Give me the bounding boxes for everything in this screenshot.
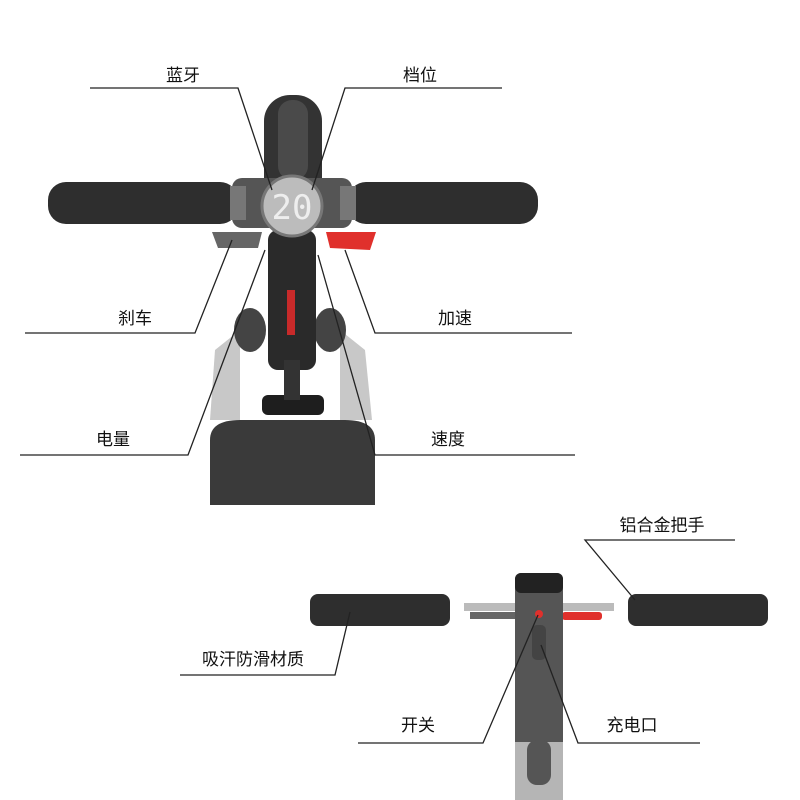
right-pod (314, 308, 346, 352)
scooter-front-view (310, 573, 768, 800)
label-brake: 刹车 (118, 309, 152, 329)
folding-clamp (262, 395, 324, 415)
label-gear: 档位 (403, 66, 437, 86)
front-stem (515, 573, 563, 748)
label-charging-port: 充电口 (606, 716, 658, 736)
front-left-grip (310, 594, 450, 626)
label-battery: 电量 (96, 430, 130, 450)
deck (210, 420, 375, 505)
display-speed-value: 20 (272, 188, 313, 228)
right-grip (348, 182, 538, 224)
left-pod (234, 308, 266, 352)
leader-lines (20, 87, 735, 744)
right-fender (340, 330, 372, 420)
label-grip-material: 吸汗防滑材质 (202, 650, 304, 670)
scooter-top-view: 20 (48, 95, 538, 505)
charging-port[interactable] (532, 625, 546, 660)
dashboard-display (260, 174, 324, 238)
label-power-switch: 开关 (401, 716, 435, 736)
throttle-lever[interactable] (326, 232, 376, 250)
left-grip (48, 182, 238, 224)
label-bluetooth: 蓝牙 (166, 66, 200, 86)
front-throttle (562, 612, 602, 620)
label-aluminum-handlebar: 铝合金把手 (619, 516, 705, 536)
brake-lever[interactable] (212, 232, 262, 248)
label-accelerate: 加速 (438, 309, 472, 329)
power-switch[interactable] (535, 610, 543, 618)
left-fender (210, 330, 240, 420)
stem-red-accent (287, 290, 295, 335)
label-speed: 速度 (431, 430, 465, 450)
front-right-grip (628, 594, 768, 626)
